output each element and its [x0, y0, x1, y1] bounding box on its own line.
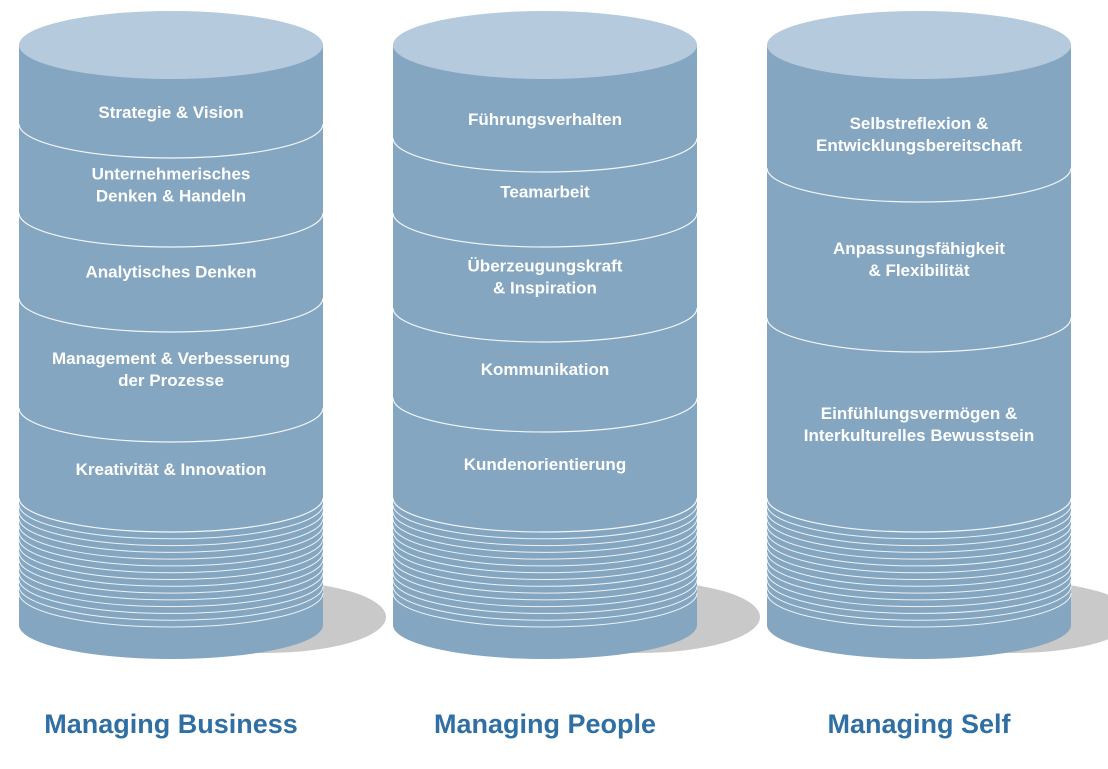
pillar-top: [767, 11, 1071, 79]
segment-label: Kreativität & Innovation: [76, 460, 267, 479]
segment-label-line: Unternehmerisches: [92, 165, 251, 184]
segment-label-line: Überzeugungskraft: [468, 257, 623, 276]
stack-line: [392, 586, 698, 621]
segment-label-line: Denken & Handeln: [96, 187, 246, 206]
segment-divider: [392, 307, 698, 343]
segment-label: Kundenorientierung: [464, 455, 626, 474]
stack-line: [18, 559, 324, 594]
pillar-top: [19, 11, 323, 79]
segment-label-line: Führungsverhalten: [468, 110, 622, 129]
segment-label-line: Kundenorientierung: [464, 455, 626, 474]
stack-line: [18, 504, 324, 540]
segment-label-line: Kreativität & Innovation: [76, 460, 267, 479]
stack-line: [392, 552, 698, 587]
pillar-body: [393, 45, 697, 659]
pillar-2: Selbstreflexion & Entwicklungsbereitschaf…: [766, 11, 1108, 739]
segment-divider: [18, 407, 324, 443]
stack-line: [392, 559, 698, 594]
stack-line: [392, 518, 698, 553]
stack-line: [392, 511, 698, 547]
stack-line: [392, 592, 698, 628]
stack-line: [766, 565, 1072, 601]
stack-line: [766, 518, 1072, 553]
stack-line: [18, 586, 324, 621]
stack-line: [766, 579, 1072, 614]
segment-label-line: Strategie & Vision: [98, 103, 243, 122]
stack-line: [18, 538, 324, 574]
segment-label: Management & Verbesserung der Prozesse: [52, 349, 290, 390]
segment-label-line: Teamarbeit: [500, 183, 590, 202]
segment-divider: [392, 212, 698, 248]
stack-line: [766, 511, 1072, 547]
segment-label: Teamarbeit: [500, 183, 590, 202]
segment-label: Strategie & Vision: [98, 103, 243, 122]
stack-line: [766, 525, 1072, 560]
stack-line: [392, 525, 698, 560]
segment-label: Führungsverhalten: [468, 110, 622, 129]
pillar-1: FührungsverhaltenTeamarbeitÜberzeugungsk…: [392, 11, 760, 739]
segment-divider: [766, 167, 1072, 203]
segment-label-line: & Flexibilität: [868, 261, 969, 280]
stack-line: [766, 592, 1072, 628]
stack-line: [392, 504, 698, 540]
stack-line: [18, 592, 324, 628]
segment-label: Anpassungsfähigkeit & Flexibilität: [833, 239, 1005, 280]
segment-divider: [18, 497, 324, 533]
stack-line: [392, 531, 698, 567]
segment-label-line: Kommunikation: [481, 360, 609, 379]
stack-line: [18, 545, 324, 580]
pillar-body: [19, 45, 323, 659]
segment-label: Einfühlungsvermögen & Interkulturelles Be…: [804, 404, 1035, 445]
segment-divider: [766, 497, 1072, 533]
segment-divider: [392, 137, 698, 173]
stack-line: [18, 552, 324, 587]
stack-line: [766, 504, 1072, 540]
pillar-title: Managing People: [434, 709, 656, 739]
segment-label-line: Einfühlungsvermögen &: [821, 404, 1017, 423]
stack-line: [18, 565, 324, 601]
segment-label-line: Interkulturelles Bewusstsein: [804, 426, 1035, 445]
stack-line: [766, 538, 1072, 574]
segment-label-line: Selbstreflexion &: [850, 114, 989, 133]
stack-line: [18, 572, 324, 608]
segment-divider: [766, 317, 1072, 353]
pillar-title: Managing Business: [44, 709, 298, 739]
segment-label-line: Management & Verbesserung: [52, 349, 290, 368]
segment-label-line: Analytisches Denken: [85, 263, 256, 282]
segment-label: Überzeugungskraft & Inspiration: [468, 257, 623, 298]
stack-line: [392, 545, 698, 580]
segment-label-line: der Prozesse: [118, 371, 224, 390]
stack-line: [18, 525, 324, 560]
stack-line: [18, 511, 324, 547]
segment-label: Selbstreflexion & Entwicklungsbereitschaf…: [816, 114, 1022, 155]
pillar-title: Managing Self: [827, 709, 1011, 739]
stack-line: [392, 579, 698, 614]
segment-divider: [18, 123, 324, 159]
segment-label: Kommunikation: [481, 360, 609, 379]
stack-line: [766, 572, 1072, 608]
stack-line: [392, 572, 698, 608]
segment-label-line: Entwicklungsbereitschaft: [816, 136, 1022, 155]
segment-label: Analytisches Denken: [85, 263, 256, 282]
stack-line: [392, 538, 698, 574]
stack-line: [766, 531, 1072, 567]
segment-label-line: Anpassungsfähigkeit: [833, 239, 1005, 258]
segment-label-line: & Inspiration: [493, 279, 597, 298]
stack-line: [18, 518, 324, 553]
pillar-top: [393, 11, 697, 79]
segment-divider: [18, 297, 324, 333]
stack-line: [18, 579, 324, 614]
stack-line: [766, 545, 1072, 580]
segment-divider: [18, 212, 324, 248]
stack-line: [766, 552, 1072, 587]
segment-divider: [392, 497, 698, 533]
segment-divider: [392, 397, 698, 433]
stack-line: [766, 586, 1072, 621]
stack-line: [392, 565, 698, 601]
stack-line: [18, 531, 324, 567]
stack-line: [766, 559, 1072, 594]
